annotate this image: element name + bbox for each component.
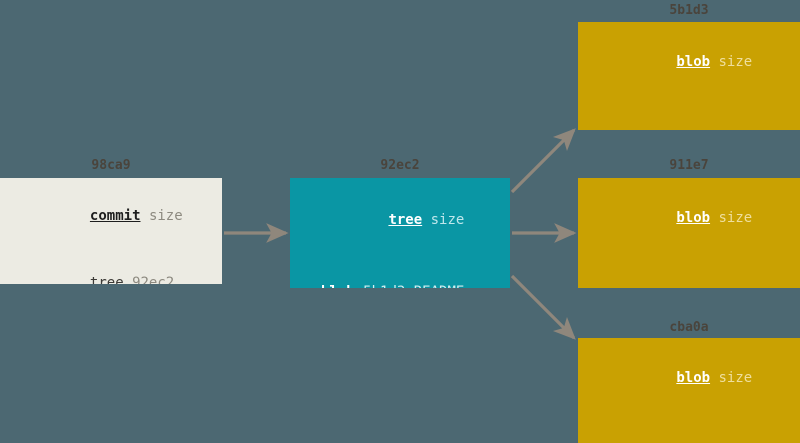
commit-type-label: commit <box>89 208 141 224</box>
blob-object-box-911e7: blob size The MIT License Copyright (c) … <box>578 178 800 288</box>
hash-label-tree: 92ec2 <box>380 158 420 173</box>
blob-911e7-content: The MIT License Copyright (c) 2008 Scott… <box>578 259 800 288</box>
commit-field-list: tree 92ec2 author Scott committer Scott <box>0 241 222 284</box>
blob-5b1d3-type-label: blob <box>676 54 711 70</box>
blob-object-box-5b1d3: blob size == Testing library This librar… <box>578 22 800 130</box>
commit-field-tree-key: tree <box>47 275 124 284</box>
blob-5b1d3-size-label: size <box>718 54 753 70</box>
blob-5b1d3-box-header: blob size <box>578 38 800 86</box>
commit-field-tree: tree 92ec2 <box>0 275 222 284</box>
tree-box-header: tree size <box>321 196 510 244</box>
blob-911e7-line-1: The MIT License <box>597 287 800 288</box>
blob-911e7-type-label: blob <box>676 210 711 226</box>
blob-cba0a-type-label: blob <box>676 370 711 386</box>
blob-5b1d3-content: == Testing library This library is used … <box>578 103 800 130</box>
blob-cba0a-content: require 'logger' require 'test/unit' cla… <box>578 419 800 443</box>
commit-field-tree-value: 92ec2 <box>132 275 175 284</box>
arrow-tree-to-blob-5b1d3 <box>510 128 576 194</box>
blob-object-box-cba0a: blob size require 'logger' require 'test… <box>578 338 800 443</box>
hash-label-blob-5b1d3: 5b1d3 <box>669 3 709 18</box>
tree-entry-readme-type: blob <box>321 284 355 288</box>
tree-object-box: tree size blob 5b1d3 README blob 911e7 L… <box>290 178 510 288</box>
hash-label-blob-cba0a: cba0a <box>669 320 709 335</box>
blob-cba0a-size-label: size <box>718 370 753 386</box>
hash-label-blob-911e7: 911e7 <box>669 158 709 173</box>
commit-object-box: commit size tree 92ec2 author Scott comm… <box>0 178 222 284</box>
tree-entry-readme-name: README <box>414 284 465 288</box>
hash-label-commit: 98ca9 <box>91 158 131 173</box>
tree-type-label: tree <box>388 212 423 228</box>
commit-size-label: size <box>148 208 183 224</box>
blob-911e7-size-label: size <box>718 210 753 226</box>
blob-cba0a-box-header: blob size <box>578 354 800 402</box>
tree-entry-readme: blob 5b1d3 README <box>321 283 510 288</box>
tree-entry-list: blob 5b1d3 README blob 911e7 LICENSE blo… <box>321 245 510 288</box>
arrow-tree-to-blob-cba0a <box>510 274 576 340</box>
tree-entry-readme-hash: 5b1d3 <box>363 284 405 288</box>
commit-box-header: commit size <box>0 192 222 240</box>
blob-911e7-box-header: blob size <box>578 194 800 242</box>
tree-size-label: size <box>430 212 465 228</box>
